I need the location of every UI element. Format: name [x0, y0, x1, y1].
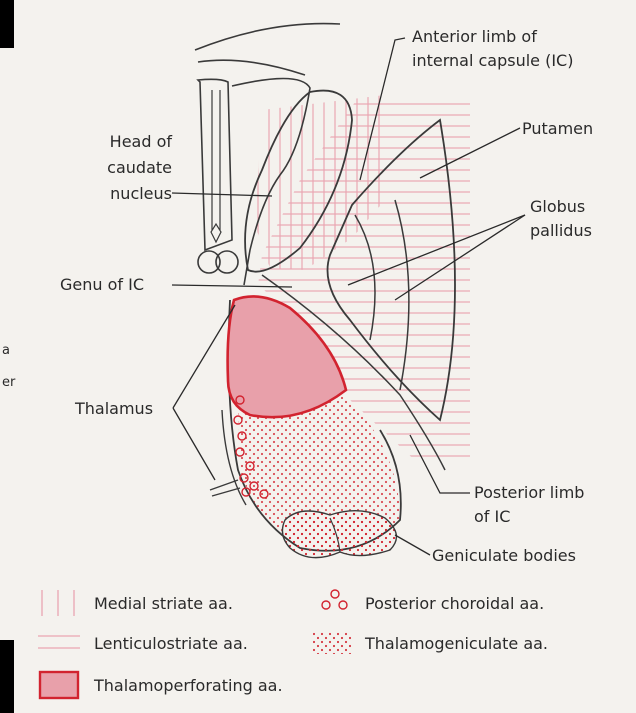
label-genu-of-ic: Genu of IC	[60, 274, 144, 296]
label-head-of-caudate-line1: Head of	[92, 131, 172, 153]
legend-posterior-choroidal-swatch	[322, 590, 347, 609]
label-putamen: Putamen	[522, 118, 593, 140]
legend-thalamoperforating-swatch	[40, 672, 78, 698]
septum-inner	[212, 90, 220, 230]
label-globus-line1: Globus	[530, 196, 585, 218]
septum-outline	[198, 79, 232, 250]
label-head-of-caudate-line3: nucleus	[92, 183, 172, 205]
legend-thalamogeniculate-swatch	[313, 632, 351, 654]
legend-lenticulostriate-label: Lenticulostriate aa.	[94, 633, 248, 655]
label-head-of-caudate-line2: caudate	[92, 157, 172, 179]
label-edge-fragment-2: er	[2, 372, 15, 394]
label-thalamus: Thalamus	[75, 398, 153, 420]
legend-lenticulostriate-swatch	[38, 636, 80, 648]
label-edge-fragment-1: a	[2, 340, 10, 362]
legend-medial-striate-swatch	[42, 590, 74, 616]
label-anterior-limb-line1: Anterior limb of	[412, 26, 537, 48]
legend-thalamogeniculate-label: Thalamogeniculate aa.	[365, 633, 548, 655]
legend-thalamoperforating-label: Thalamoperforating aa.	[94, 675, 283, 697]
label-posterior-limb-line2: of IC	[474, 506, 510, 528]
label-geniculate-bodies: Geniculate bodies	[432, 545, 576, 567]
label-posterior-limb-line1: Posterior limb	[474, 482, 584, 504]
fornix-outline	[198, 60, 305, 75]
legend-medial-striate-label: Medial striate aa.	[94, 593, 233, 615]
label-anterior-limb-line2: internal capsule (IC)	[412, 50, 573, 72]
top-arc	[195, 24, 340, 50]
label-globus-line2: pallidus	[530, 220, 592, 242]
legend-posterior-choroidal-label: Posterior choroidal aa.	[365, 593, 544, 615]
